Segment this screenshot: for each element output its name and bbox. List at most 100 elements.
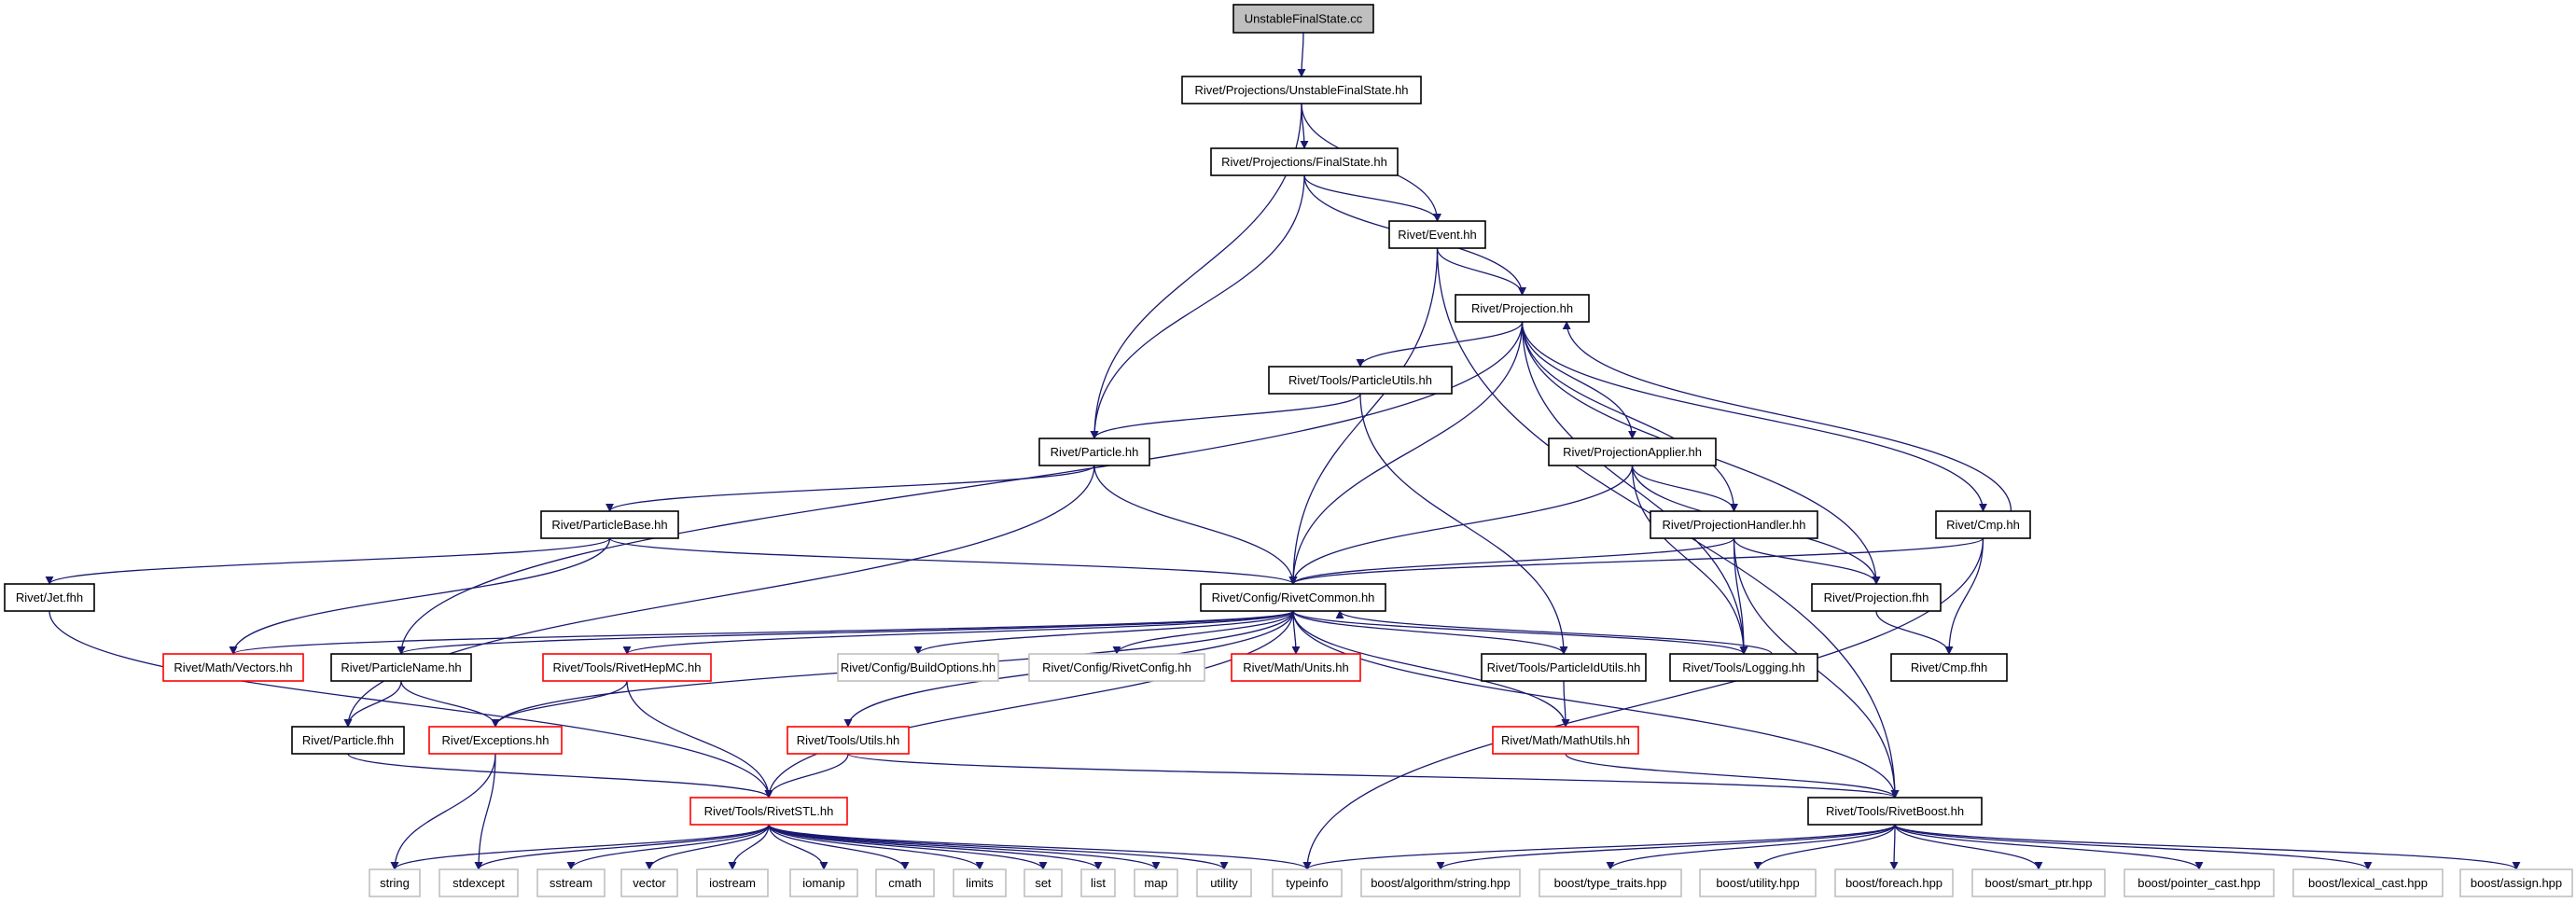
node-vectors-box bbox=[162, 653, 304, 682]
node-blexical-label: boost/lexical_cast.hpp bbox=[2308, 876, 2428, 890]
node-iostream-box bbox=[696, 868, 769, 897]
node-partutils[interactable]: Rivet/Tools/ParticleUtils.hh bbox=[1268, 366, 1453, 395]
node-vector-box bbox=[620, 868, 678, 897]
node-ufs-label: Rivet/Projections/UnstableFinalState.hh bbox=[1194, 83, 1408, 97]
node-cmpfhh-box bbox=[1890, 653, 2008, 682]
node-map-box bbox=[1134, 868, 1178, 897]
node-units-label: Rivet/Math/Units.hh bbox=[1243, 660, 1348, 674]
node-phandler[interactable]: Rivet/ProjectionHandler.hh bbox=[1650, 510, 1818, 539]
node-partutils-label: Rivet/Tools/ParticleUtils.hh bbox=[1288, 373, 1432, 387]
node-vectors[interactable]: Rivet/Math/Vectors.hh bbox=[162, 653, 304, 682]
node-common[interactable]: Rivet/Config/RivetCommon.hh bbox=[1200, 583, 1386, 612]
node-vectors-label: Rivet/Math/Vectors.hh bbox=[174, 660, 292, 674]
edge-pbase-to-common bbox=[608, 537, 1298, 585]
node-root-label: UnstableFinalState.cc bbox=[1245, 12, 1363, 26]
edge-boost-to-bforeach bbox=[1889, 824, 1899, 870]
edge-stl-to-iostream bbox=[728, 824, 770, 870]
node-logging-box bbox=[1669, 653, 1818, 682]
edge-root-to-ufs bbox=[1297, 32, 1306, 77]
edge-partutils-to-particle bbox=[1090, 393, 1361, 439]
node-bforeach: boost/foreach.hpp bbox=[1834, 868, 1954, 897]
node-utility: utility bbox=[1196, 868, 1252, 897]
node-bpointer-box bbox=[2123, 868, 2275, 897]
node-bsmart: boost/smart_ptr.hpp bbox=[1971, 868, 2106, 897]
node-bpointer-label: boost/pointer_cast.hpp bbox=[2137, 876, 2261, 890]
node-projfhh[interactable]: Rivet/Projection.fhh bbox=[1811, 583, 1942, 612]
node-iomanip: iomanip bbox=[789, 868, 858, 897]
node-papplier-label: Rivet/ProjectionApplier.hh bbox=[1563, 445, 1702, 459]
node-fs-label: Rivet/Projections/FinalState.hh bbox=[1221, 155, 1387, 169]
node-hepmc-box bbox=[542, 653, 712, 682]
node-mathutils[interactable]: Rivet/Math/MathUtils.hh bbox=[1492, 726, 1639, 755]
edge-stl-to-limits bbox=[768, 824, 984, 870]
node-event[interactable]: Rivet/Event.hh bbox=[1388, 220, 1486, 249]
node-boost[interactable]: Rivet/Tools/RivetBoost.hh bbox=[1807, 797, 1983, 826]
node-limits-box bbox=[953, 868, 1007, 897]
node-pidutils[interactable]: Rivet/Tools/ParticleIdUtils.hh bbox=[1481, 653, 1647, 682]
node-bforeach-box bbox=[1834, 868, 1954, 897]
edge-exceptions-to-string bbox=[390, 753, 496, 870]
node-fs[interactable]: Rivet/Projections/FinalState.hh bbox=[1210, 147, 1399, 176]
node-bsmart-label: boost/smart_ptr.hpp bbox=[1985, 876, 2093, 890]
edge-pname-to-exceptions bbox=[400, 680, 500, 728]
edge-boost-to-bassign bbox=[1894, 824, 2521, 870]
edge-proj-to-phandler bbox=[1521, 321, 1738, 512]
edge-particle-to-particlefhh bbox=[343, 465, 1095, 728]
node-pbase[interactable]: Rivet/ParticleBase.hh bbox=[540, 510, 679, 539]
edge-proj-to-cmp bbox=[1521, 321, 1987, 512]
node-logging[interactable]: Rivet/Tools/Logging.hh bbox=[1669, 653, 1818, 682]
node-layer: UnstableFinalState.ccRivet/Projections/U… bbox=[4, 4, 2573, 897]
node-pbase-label: Rivet/ParticleBase.hh bbox=[551, 518, 667, 532]
node-exceptions[interactable]: Rivet/Exceptions.hh bbox=[428, 726, 563, 755]
node-cmpfhh[interactable]: Rivet/Cmp.fhh bbox=[1890, 653, 2008, 682]
edge-boost-to-blexical bbox=[1894, 824, 2373, 870]
edge-common-to-mathutils bbox=[1292, 610, 1570, 728]
edge-phandler-to-projfhh bbox=[1733, 537, 1881, 585]
edge-stl-to-utility bbox=[768, 824, 1229, 870]
node-particlefhh[interactable]: Rivet/Particle.fhh bbox=[291, 726, 405, 755]
node-tutils-label: Rivet/Tools/Utils.hh bbox=[797, 733, 900, 747]
node-pname[interactable]: Rivet/ParticleName.hh bbox=[330, 653, 472, 682]
node-hepmc[interactable]: Rivet/Tools/RivetHepMC.hh bbox=[542, 653, 712, 682]
edge-fs-to-particle bbox=[1090, 174, 1305, 439]
node-hepmc-label: Rivet/Tools/RivetHepMC.hh bbox=[553, 660, 702, 674]
node-root-box bbox=[1232, 4, 1374, 34]
node-typeinfo-box bbox=[1272, 868, 1343, 897]
node-bsmart-box bbox=[1971, 868, 2106, 897]
node-fs-box bbox=[1210, 147, 1399, 176]
node-stl-label: Rivet/Tools/RivetSTL.hh bbox=[704, 804, 834, 818]
node-phandler-box bbox=[1650, 510, 1818, 539]
node-jetfhh[interactable]: Rivet/Jet.fhh bbox=[4, 583, 95, 612]
edge-tutils-to-boost bbox=[847, 753, 1900, 799]
node-typeinfo-label: typeinfo bbox=[1286, 876, 1329, 890]
node-exceptions-label: Rivet/Exceptions.hh bbox=[442, 733, 550, 747]
node-papplier[interactable]: Rivet/ProjectionApplier.hh bbox=[1548, 438, 1717, 466]
node-pidutils-label: Rivet/Tools/ParticleIdUtils.hh bbox=[1487, 660, 1641, 674]
node-proj[interactable]: Rivet/Projection.hh bbox=[1455, 294, 1590, 323]
node-bassign-box bbox=[2459, 868, 2573, 897]
edge-stl-to-string bbox=[390, 824, 770, 870]
edge-common-to-pidutils bbox=[1292, 610, 1568, 655]
edge-common-to-hepmc bbox=[622, 610, 1294, 655]
node-btype-label: boost/type_traits.hpp bbox=[1554, 876, 1667, 890]
node-proj-box bbox=[1455, 294, 1590, 323]
edge-jetfhh-to-stl bbox=[49, 610, 773, 799]
node-particle-box bbox=[1038, 438, 1150, 466]
edge-tutils-to-stl bbox=[764, 753, 849, 799]
node-stl-box bbox=[689, 797, 848, 826]
node-typeinfo: typeinfo bbox=[1272, 868, 1343, 897]
edge-pname-to-particlefhh bbox=[343, 680, 402, 728]
node-proj-label: Rivet/Projection.hh bbox=[1471, 301, 1573, 315]
edge-partutils-to-pidutils bbox=[1359, 393, 1568, 655]
node-cmp[interactable]: Rivet/Cmp.hh bbox=[1935, 510, 2031, 539]
node-particle[interactable]: Rivet/Particle.hh bbox=[1038, 438, 1150, 466]
node-vector-label: vector bbox=[633, 876, 666, 890]
node-root[interactable]: UnstableFinalState.cc bbox=[1232, 4, 1374, 34]
node-ufs[interactable]: Rivet/Projections/UnstableFinalState.hh bbox=[1181, 76, 1422, 104]
node-stl[interactable]: Rivet/Tools/RivetSTL.hh bbox=[689, 797, 848, 826]
node-units[interactable]: Rivet/Math/Units.hh bbox=[1231, 653, 1361, 682]
node-tutils[interactable]: Rivet/Tools/Utils.hh bbox=[787, 726, 910, 755]
node-rconfig-box bbox=[1028, 653, 1205, 682]
edge-proj-to-partutils bbox=[1356, 321, 1524, 368]
